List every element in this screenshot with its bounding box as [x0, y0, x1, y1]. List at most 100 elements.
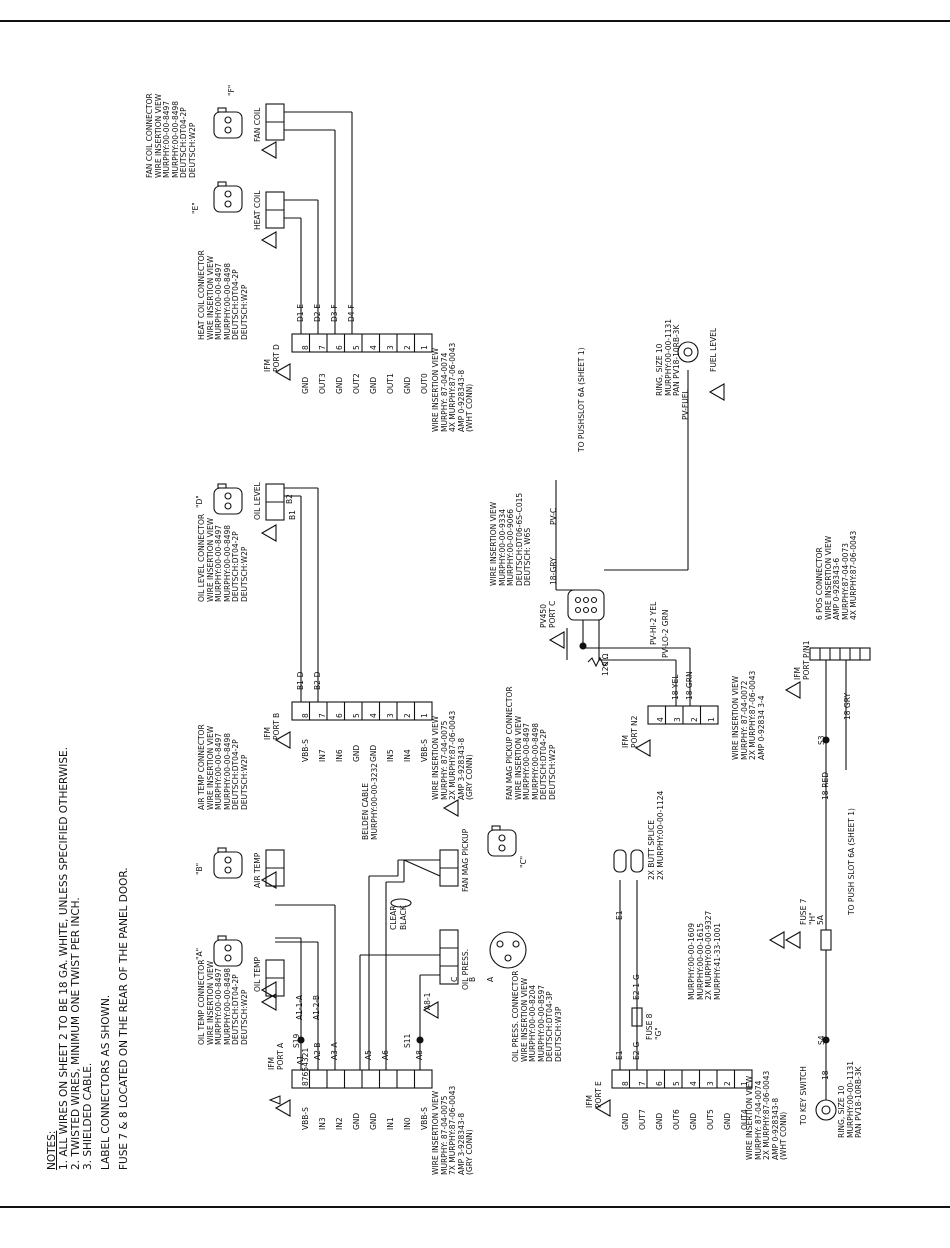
port-d-pin-4: 5	[352, 345, 361, 350]
wire-d1: D1-E	[296, 304, 305, 322]
wire-red18: 18-RED	[821, 772, 830, 800]
port-a-signal-5: GND	[369, 1112, 378, 1130]
port-pn1-spec-line-5: 4X MURPHY:87-06-0043	[849, 530, 859, 620]
port-e-wires	[619, 880, 638, 1070]
oil-level-label: OIL LEVEL	[253, 482, 262, 520]
fan-coil-label: FAN COIL	[253, 107, 262, 142]
port-d-pin-3: 6	[335, 345, 344, 350]
port-pn1-title-2: PORT P/N1	[801, 640, 811, 681]
port-e-signal-5: GND	[689, 1112, 698, 1130]
termination-resistor	[587, 656, 609, 668]
oil-temp-spec-line-6: DEUTSCH:W2P	[239, 989, 249, 1045]
wire-a5: A5	[364, 1050, 373, 1060]
port-d-signal-3: GND	[335, 376, 344, 394]
port-a-pin-8: 1	[301, 1047, 310, 1053]
fuel-level-label: FUEL LEVEL	[709, 327, 718, 372]
oil-press-pin-3: A	[486, 976, 495, 982]
key-switch-ring-hole	[821, 1105, 831, 1115]
heat-coil-connector-icon	[213, 181, 243, 213]
oil-level-connector-icon	[213, 483, 243, 515]
pv450-pin-3	[590, 596, 598, 604]
port-d-spec-line-5: (WHT CONN)	[465, 383, 475, 432]
key-switch-ring	[815, 1099, 837, 1121]
key-switch-spec-line-3: PAN PV18-10RB-3K	[854, 1066, 864, 1138]
port-pn1-title: IFM PORT P/N1	[793, 640, 811, 681]
port-e-pin-7: 2	[723, 1081, 732, 1086]
port-n2-pin-4: 1	[707, 717, 716, 722]
port-e-spec-line-5: (WHT CONN)	[779, 1111, 789, 1160]
port-a-pin-4: 5	[301, 1066, 310, 1072]
label-triangle-icon-17	[768, 931, 785, 949]
belden-note: BELDEN CABLE MURPHY:00-00-3232	[361, 763, 379, 840]
pv450-title-2: PORT C	[547, 600, 557, 628]
port-e-signal-1: GND	[621, 1112, 630, 1130]
port-a-spec-line-5: (GRY CONN)	[465, 1129, 475, 1175]
port-d-title: IFM PORT D	[263, 344, 281, 372]
fuse7-line-3: 5A	[816, 915, 826, 925]
notes-title: NOTES:	[46, 1130, 58, 1170]
port-b-pin-6: 3	[386, 713, 395, 718]
fan-coil-tag: "F"	[227, 84, 236, 96]
wire-a1: A1	[296, 1055, 305, 1065]
port-a-title-2: PORT A	[275, 1042, 285, 1070]
port-e-pin-3: 6	[655, 1081, 664, 1086]
notes-block: NOTES: 1. ALL WIRES ON SHEET 2 TO BE 18 …	[46, 747, 130, 1170]
fan-mag-connector-icon	[487, 825, 517, 857]
port-b-signal-4: GND	[352, 744, 361, 762]
wire-a6: A6	[381, 1050, 390, 1060]
port-a-pin-2: 7	[301, 1076, 310, 1082]
label-triangle-icon-7	[274, 731, 291, 749]
port-b-pin-2: 7	[318, 713, 327, 718]
port-b-pin-4: 5	[352, 713, 361, 718]
port-d-signal-5: GND	[369, 376, 378, 394]
label-triangle-icon-2	[260, 981, 277, 999]
wire-can-lo: PV-LO-2 GRN	[661, 609, 670, 658]
wire-a3: A3-A	[330, 1042, 339, 1060]
label-triangle-icon-13	[422, 1001, 439, 1019]
port-b-title-2: PORT B	[271, 712, 281, 740]
wire-pvfuel: PV-FUEL	[681, 389, 690, 420]
label-triangle-icon-14	[442, 799, 459, 817]
port-n2-spec-line-4: AMP 0-92834 3-4	[756, 695, 766, 760]
port-e-pin-5: 4	[689, 1081, 698, 1086]
fan-coil-spec-line-6: DEUTSCH:W2P	[187, 122, 197, 178]
wire-a1-1: A1-1-A	[295, 994, 304, 1020]
pv450-pin-6	[590, 606, 598, 614]
air-temp-label: AIR TEMP	[253, 852, 262, 888]
splice-dot-a8	[416, 1036, 424, 1044]
top-border	[0, 20, 950, 22]
port-b-signal-5: GND	[369, 744, 378, 762]
wire-clear: CLEAR	[389, 905, 398, 931]
pn1-splice-dot	[822, 736, 830, 744]
port-d-wires	[284, 111, 353, 334]
port-e-signal-6: OUT5	[706, 1109, 715, 1130]
wire-e1: E1	[615, 1050, 624, 1060]
port-a-signal-4: GND	[352, 1112, 361, 1130]
push-slot-b: TO PUSH SLOT 6A (SHEET 1)	[847, 808, 856, 915]
port-a-signal-2: IN3	[318, 1117, 327, 1130]
label-triangle-icon-15	[260, 993, 277, 1011]
fan-mag-label: FAN MAG PICKUP	[461, 828, 470, 892]
port-e-title-2: PORT E	[593, 1081, 603, 1108]
fuse7-label: FUSE 7 "H" 5A	[799, 899, 826, 925]
wire-gry18: 18-GRY	[549, 557, 558, 585]
wire-a2: A2-B	[313, 1042, 322, 1061]
wire-r120: 120 Ω	[601, 653, 610, 676]
pv450-spec-line-5: DEUTSCH: W6S	[523, 527, 533, 586]
port-b-pin-3: 6	[335, 713, 344, 718]
port-n2-pin-2: 3	[673, 717, 682, 722]
port-b-title: IFM PORT B	[263, 712, 281, 740]
wire-b2: B2-D	[313, 671, 322, 690]
